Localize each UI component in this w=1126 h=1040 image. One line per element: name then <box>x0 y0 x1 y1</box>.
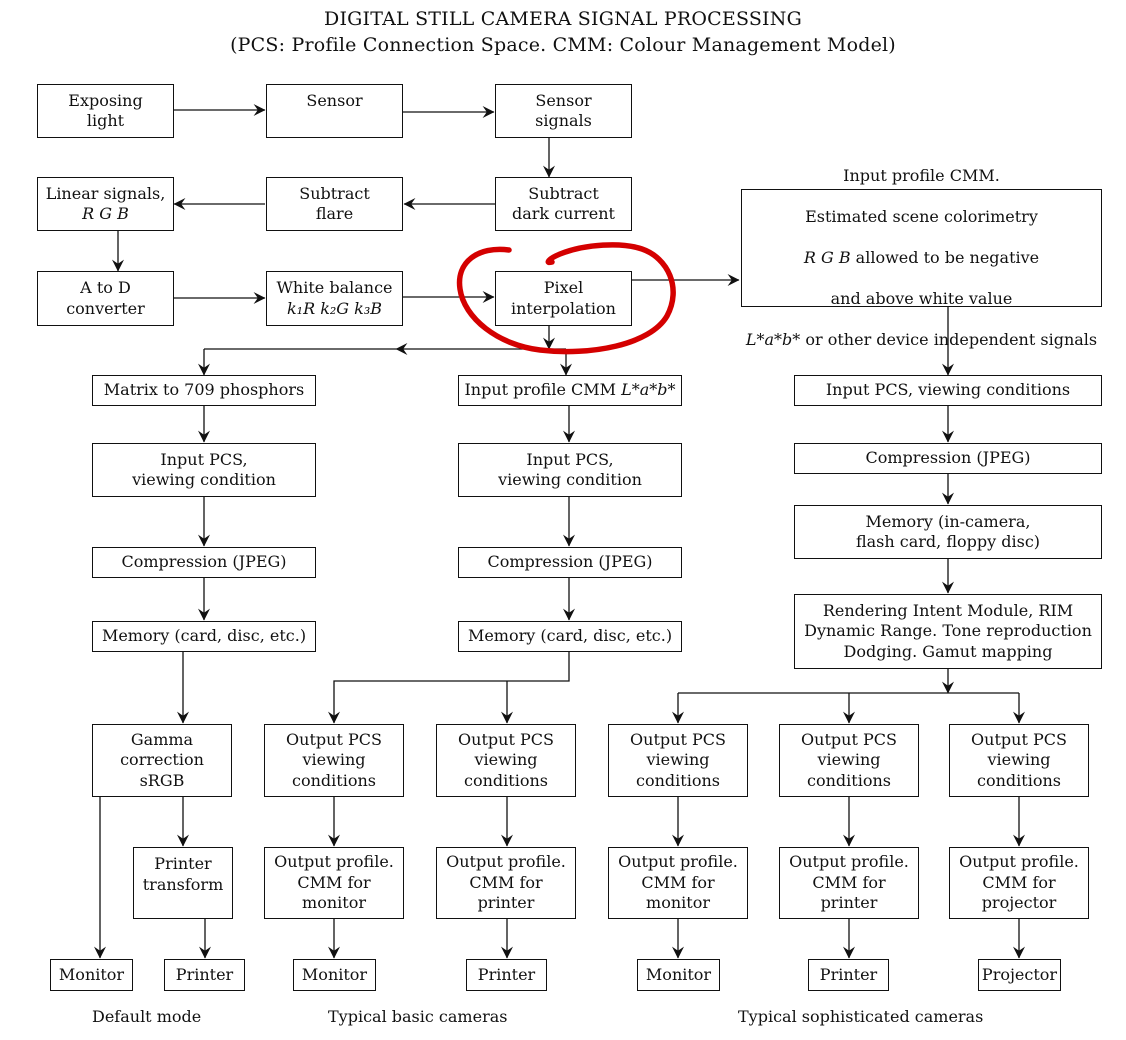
pixel-interpolation-block: Pixel interpolation <box>495 271 632 326</box>
matrix-709-block: Matrix to 709 phosphors <box>92 375 316 406</box>
output-profile-monitor-soph-block: Output profile. CMM for monitor <box>608 847 748 919</box>
output-pcs-soph-printer-block: Output PCS viewing conditions <box>779 724 919 797</box>
monitor-soph-block: Monitor <box>637 959 720 991</box>
diagram-title: DIGITAL STILL CAMERA SIGNAL PROCESSING <box>324 8 802 30</box>
caption-default-mode: Default mode <box>92 1007 202 1026</box>
exposing-light-block: Exposing light <box>37 84 174 138</box>
caption-sophisticated-cameras: Typical sophisticated cameras <box>738 1007 984 1026</box>
compression-default-block: Compression (JPEG) <box>92 547 316 578</box>
a-to-d-converter-block: A to D converter <box>37 271 174 326</box>
subtract-flare-block: Subtract flare <box>266 177 403 231</box>
projector-soph-block: Projector <box>978 959 1061 991</box>
output-profile-monitor-basic-block: Output profile. CMM for monitor <box>264 847 404 919</box>
monitor-default-block: Monitor <box>50 959 133 991</box>
output-profile-projector-soph-block: Output profile. CMM for projector <box>949 847 1089 919</box>
output-profile-printer-soph-block: Output profile. CMM for printer <box>779 847 919 919</box>
diagram-subtitle: (PCS: Profile Connection Space. CMM: Col… <box>230 34 896 56</box>
output-pcs-soph-projector-block: Output PCS viewing conditions <box>949 724 1089 797</box>
subtract-dark-current-block: Subtract dark current <box>495 177 632 231</box>
output-profile-printer-basic-block: Output profile. CMM for printer <box>436 847 576 919</box>
printer-default-block: Printer <box>164 959 245 991</box>
input-pcs-soph-block: Input PCS, viewing conditions <box>794 375 1102 406</box>
memory-default-block: Memory (card, disc, etc.) <box>92 621 316 652</box>
memory-soph-block: Memory (in-camera, flash card, floppy di… <box>794 505 1102 559</box>
rendering-intent-module-block: Rendering Intent Module, RIM Dynamic Ran… <box>794 594 1102 669</box>
gamma-correction-block: Gamma correction sRGB <box>92 724 232 797</box>
input-pcs-default-block: Input PCS, viewing condition <box>92 443 316 497</box>
input-profile-cmm-block: Input profile CMM. Estimated scene color… <box>741 166 1102 349</box>
input-pcs-basic-block: Input PCS, viewing condition <box>458 443 682 497</box>
compression-basic-block: Compression (JPEG) <box>458 547 682 578</box>
memory-basic-block: Memory (card, disc, etc.) <box>458 621 682 652</box>
output-pcs-basic-printer-block: Output PCS viewing conditions <box>436 724 576 797</box>
caption-basic-cameras: Typical basic cameras <box>328 1007 508 1026</box>
linear-signals-block: Linear signals,R G B <box>37 177 174 231</box>
output-pcs-soph-monitor-block: Output PCS viewing conditions <box>608 724 748 797</box>
printer-basic-block: Printer <box>466 959 547 991</box>
arrow-mem-to-output-monitor <box>328 652 570 724</box>
sensor-signals-block: Sensor signals <box>495 84 632 138</box>
printer-soph-block: Printer <box>808 959 889 991</box>
output-pcs-basic-monitor-block: Output PCS viewing conditions <box>264 724 404 797</box>
compression-soph-block: Compression (JPEG) <box>794 443 1102 474</box>
printer-transform-block: Printer transform <box>133 847 233 919</box>
sensor-block: Sensor <box>266 84 403 138</box>
input-profile-lab-block: Input profile CMM L*a*b* <box>458 375 682 406</box>
monitor-basic-block: Monitor <box>293 959 376 991</box>
